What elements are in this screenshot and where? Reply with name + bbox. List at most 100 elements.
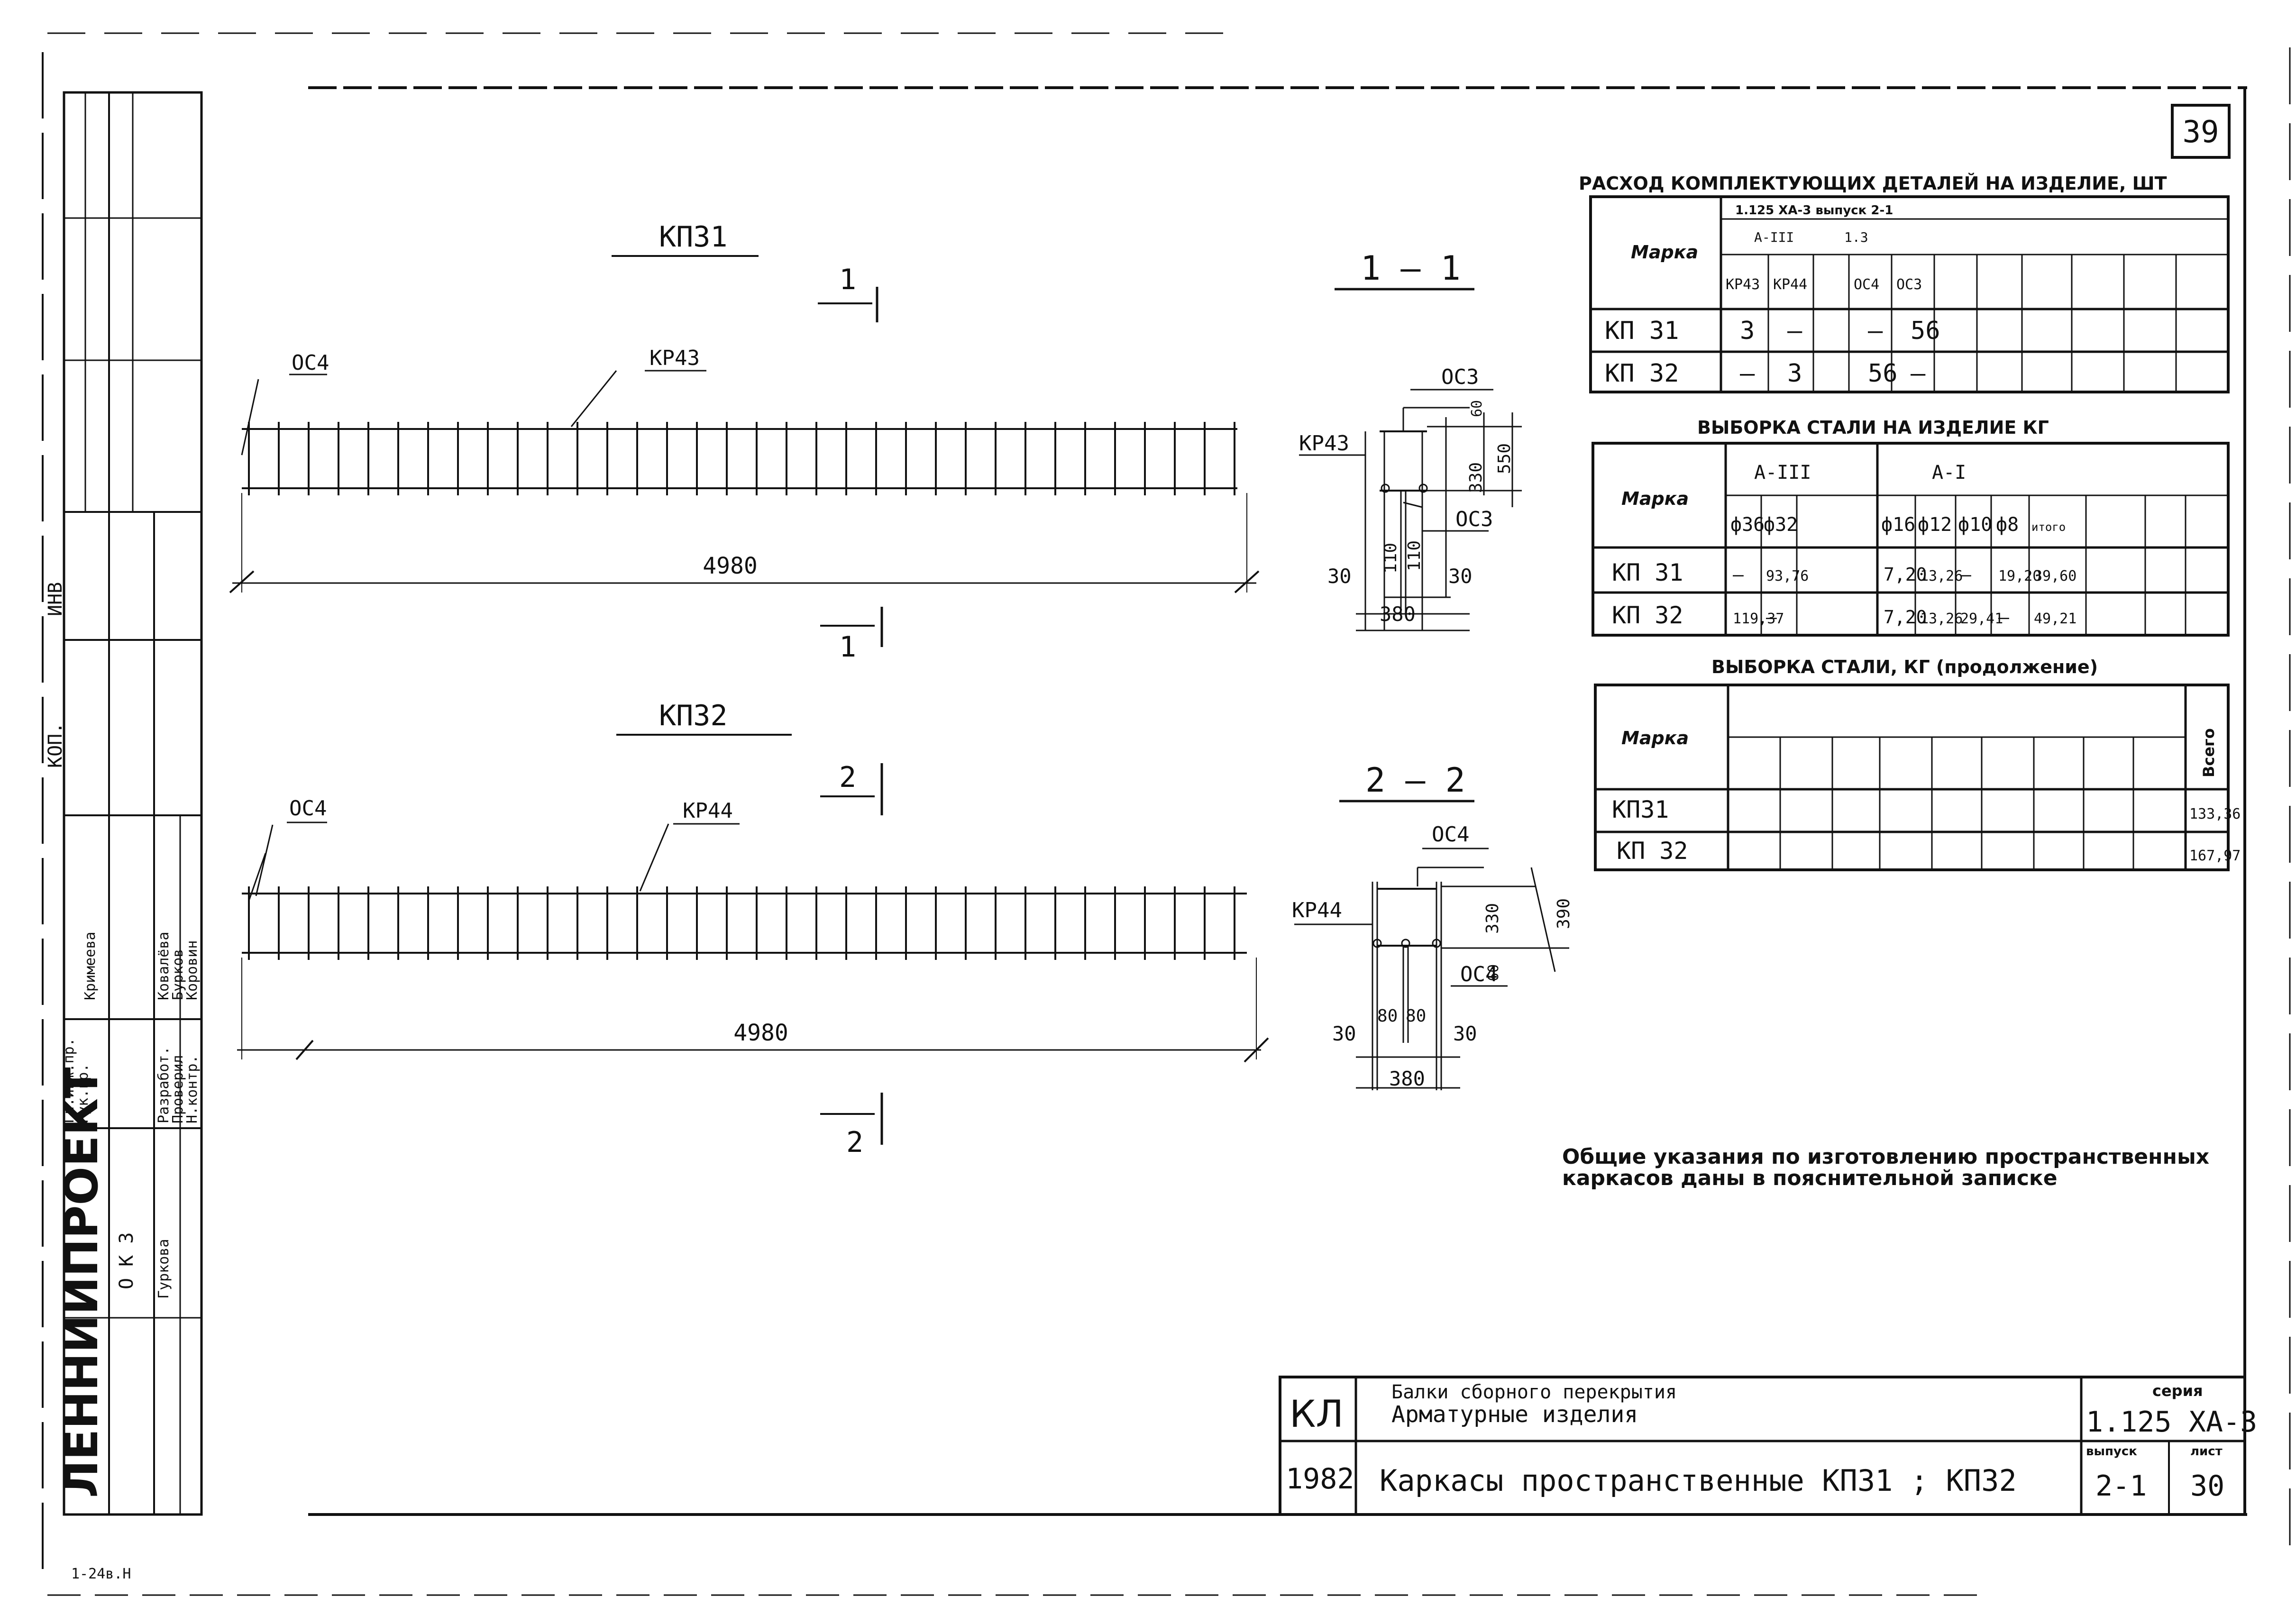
table-steel-row-mark: КП 31 — [1612, 559, 1683, 586]
kp31-length: 4980 — [703, 553, 758, 579]
stamp-row-4: Проверил — [170, 1055, 186, 1124]
section-2-dim-7: 60 — [1485, 964, 1502, 981]
stamp-row-2: Рук.гр. — [75, 1064, 91, 1123]
section-2-frame: КР44 — [1292, 898, 1342, 922]
table-parts-cell: 3 — [1787, 359, 1802, 388]
table-steel-cont-total-header: Всего — [2200, 728, 2218, 777]
table-steel-group-b: А-I — [1932, 462, 1966, 484]
table-steel-cont: ВЫБОРКА СТАЛИ, КГ (продолжение) Марка Вс… — [1594, 657, 2241, 871]
table-steel-cell: 7,20 — [1884, 607, 1927, 628]
stamp-name-5: Гуркова — [156, 1239, 172, 1299]
table-steel-cell: 29,41 — [1960, 611, 2003, 627]
title-code: КЛ — [1290, 1393, 1344, 1436]
section-2-dim-4: 30 — [1453, 1022, 1477, 1045]
table-steel-cell: 7,20 — [1884, 564, 1927, 585]
stamp-name-2: Ковалёва — [156, 932, 172, 1001]
table-steel-col-header: итого — [2031, 520, 2066, 534]
kp32-stirrups — [248, 886, 1235, 960]
table-steel-col-header: ф10 — [1958, 514, 1992, 536]
title-year: 1982 — [1286, 1462, 1354, 1496]
section-1-dim-5: 380 — [1380, 602, 1416, 626]
title-series: 1.125 ХА-3 — [2086, 1405, 2257, 1439]
stamp-name-1: Кримеева — [82, 932, 99, 1001]
stamp-row-5: Н.контр. — [184, 1055, 201, 1124]
table-steel-mark-header: Марка — [1621, 488, 1689, 509]
title-series-label: серия — [2152, 1382, 2203, 1400]
table-steel-cell: 119,37 — [1733, 611, 1784, 627]
table-parts-group-b: 1.3 — [1844, 229, 1868, 245]
table-steel-cell: — — [1960, 564, 1971, 585]
kp31-label-left: ОС4 — [292, 351, 329, 375]
table-steel-cell: 93,76 — [1766, 568, 1809, 584]
kp32-section-mark-bottom: 2 — [846, 1126, 863, 1159]
table-steel-col-header: ф36 — [1730, 514, 1765, 536]
section-2-dim-3: 80 — [1406, 1006, 1426, 1026]
table-parts: РАСХОД КОМПЛЕКТУЮЩИХ ДЕТАЛЕЙ НА ИЗДЕЛИЕ,… — [1579, 173, 2230, 393]
table-steel-cont-mark-header: Марка — [1621, 728, 1689, 748]
stamp-row-3: Разработ. — [156, 1046, 172, 1123]
table-steel-group-a: А-III — [1754, 462, 1811, 484]
section-2-dim-2: 80 — [1377, 1006, 1398, 1026]
kp32-length: 4980 — [733, 1020, 788, 1046]
table-steel-title: ВЫБОРКА СТАЛИ НА ИЗДЕЛИЕ КГ — [1697, 417, 2049, 438]
table-steel-col-header: ф12 — [1918, 514, 1952, 536]
table-parts-cell: — — [1911, 359, 1926, 388]
kp31-stirrups — [248, 422, 1235, 495]
table-parts-col-header: ОС3 — [1896, 276, 1922, 293]
section-1-top: ОС3 — [1441, 365, 1479, 389]
section-1-dim-3: 110 — [1405, 540, 1424, 571]
section-1-dim-4: 30 — [1448, 565, 1473, 588]
kp31-title: КП31 — [659, 220, 728, 254]
section-2-top: ОС4 — [1432, 822, 1469, 847]
title-issue-label: выпуск — [2086, 1444, 2137, 1459]
table-steel: ВЫБОРКА СТАЛИ НА ИЗДЕЛИЕ КГ Марка А-III … — [1592, 417, 2230, 637]
kp31-section-mark-bottom: 1 — [839, 630, 856, 664]
table-parts-title: РАСХОД КОМПЛЕКТУЮЩИХ ДЕТАЛЕЙ НА ИЗДЕЛИЕ,… — [1579, 173, 2167, 194]
title-line-1: Балки сборного перекрытия — [1391, 1381, 1677, 1403]
section-1-dim-2: 110 — [1381, 543, 1400, 574]
table-parts-col-header: ОС4 — [1854, 276, 1879, 293]
table-steel-cell: 39,60 — [2034, 568, 2076, 584]
table-parts-cell: 3 — [1740, 317, 1755, 345]
note-line-1: Общие указания по изготовлению пространс… — [1562, 1145, 2209, 1169]
table-steel-cont-row2-mark: КП 32 — [1617, 837, 1688, 865]
table-parts-mark-header: Марка — [1631, 242, 1698, 263]
title-sheet-label: лист — [2190, 1444, 2223, 1459]
table-steel-row-mark: КП 32 — [1612, 602, 1683, 629]
table-steel-cont-row1-total: 133,36 — [2189, 806, 2241, 822]
stamp-row-1: Гл.инж.пр. — [61, 1038, 77, 1123]
section-2-mid: ОС4 — [1460, 962, 1498, 986]
section-2-dim-1: 30 — [1332, 1022, 1356, 1045]
section-2-title: 2 — 2 — [1365, 761, 1465, 800]
table-parts-row-mark: КП 32 — [1605, 359, 1679, 388]
section-1-dim-8: 550 — [1495, 443, 1514, 474]
table-parts-series: 1.125 ХА-3 выпуск 2-1 — [1735, 203, 1893, 218]
table-parts-col-header: КР43 — [1726, 276, 1760, 293]
table-parts-group-a: А-III — [1754, 229, 1794, 245]
section-2-dim-5: 380 — [1389, 1067, 1425, 1090]
table-parts-cell: 56 — [1868, 359, 1898, 388]
sheet-number: 39 — [2182, 115, 2219, 150]
title-block: КЛ 1982 Балки сборного перекрытия Армату… — [1279, 1376, 2257, 1516]
table-steel-cell: — — [1766, 607, 1777, 628]
section-1-title: 1 — 1 — [1361, 249, 1461, 288]
stamp-cut: КОП. — [45, 722, 66, 768]
title-issue: 2-1 — [2095, 1469, 2147, 1503]
table-steel-cell: — — [1733, 564, 1744, 585]
table-parts-cell: — — [1740, 359, 1755, 388]
stamp-name-4: Коровин — [184, 940, 201, 1000]
footer-mark: 1-24в.Н — [71, 1566, 131, 1582]
stamp-inv: ИНВ — [45, 582, 66, 616]
table-steel-col-header: ф8 — [1996, 514, 2019, 536]
left-stamp: ЛЕННИИПРОЕКТ О К З ИНВ КОП. Гл.инж.пр. Р… — [45, 91, 203, 1516]
kp31-section-mark-top: 1 — [839, 263, 856, 296]
table-parts-row-mark: КП 31 — [1605, 317, 1679, 345]
stamp-name-3: Бурков — [170, 949, 186, 1000]
table-steel-cell: — — [1998, 607, 2009, 628]
table-steel-cell: 13,26 — [1920, 611, 1963, 627]
table-steel-cont-title: ВЫБОРКА СТАЛИ, КГ (продолжение) — [1711, 657, 2098, 677]
kp31-label-top: КР43 — [649, 346, 700, 370]
table-steel-cell: 49,21 — [2034, 611, 2076, 627]
table-steel-cell: 13,26 — [1920, 568, 1963, 584]
table-parts-col-header: КР44 — [1773, 276, 1807, 293]
